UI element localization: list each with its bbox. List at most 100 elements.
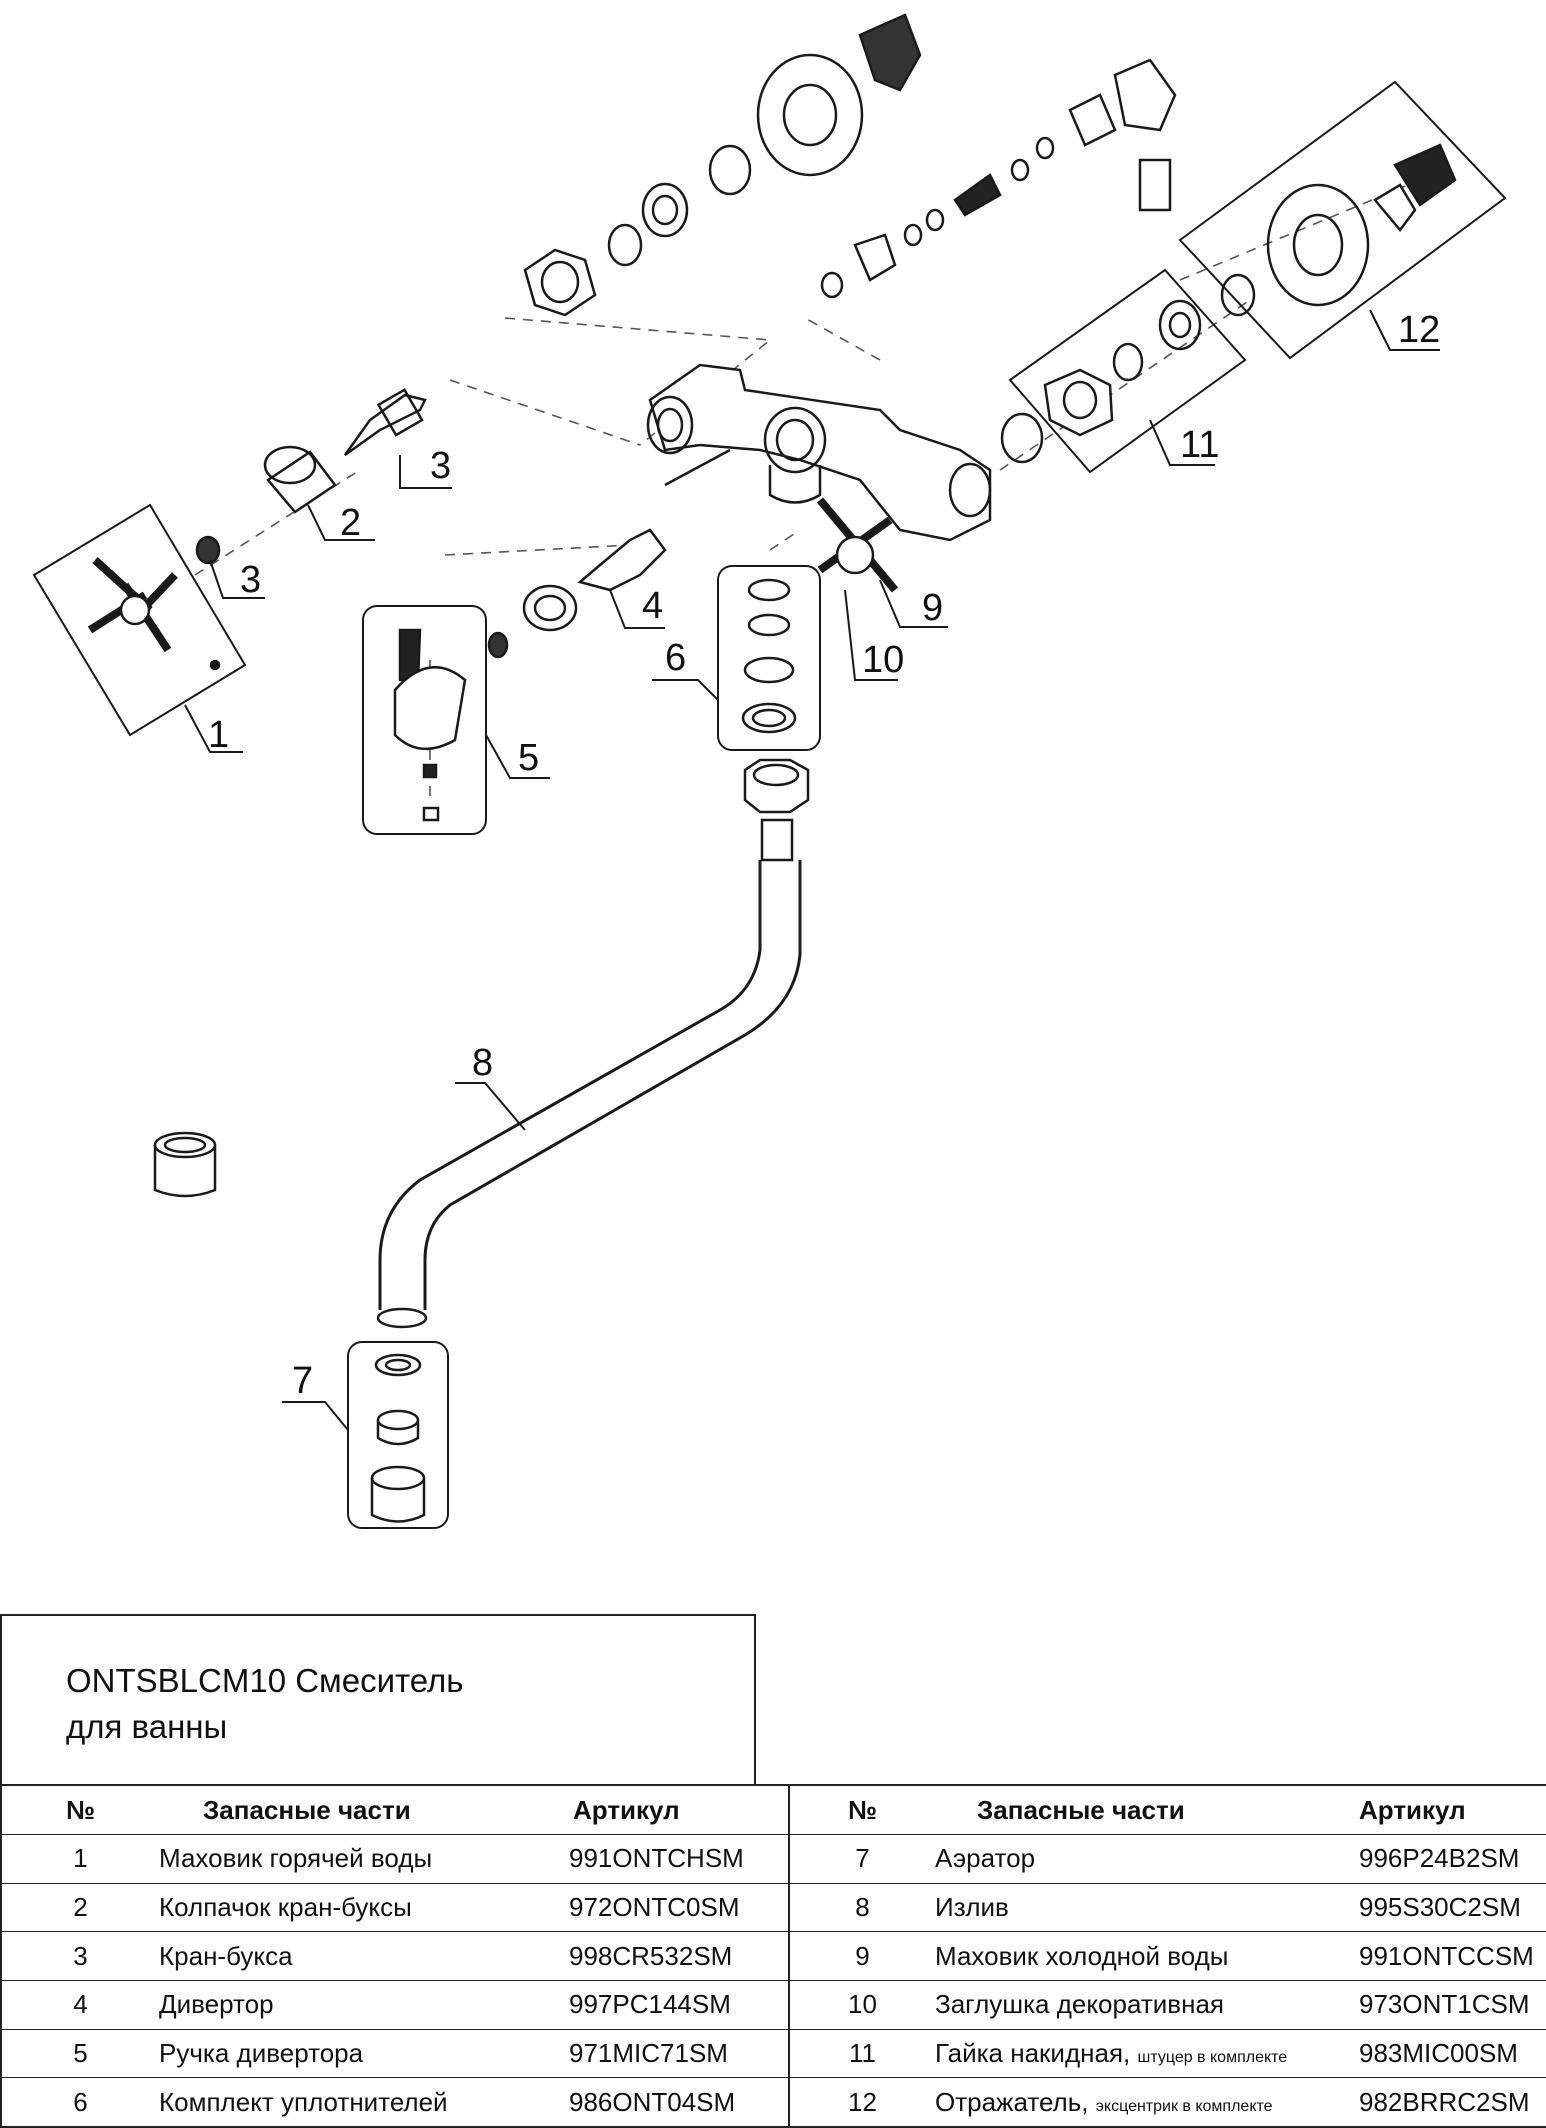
callout-12: 12 [1398,309,1440,351]
callout-6: 6 [665,637,686,679]
product-title: ONTSBLCM10 Смеситель для ванны [66,1658,666,1750]
part-article-right-text: 983MIC00SM [1359,2037,1518,2068]
header-no-right: № [788,1785,935,1835]
part-name-right: Заглушка декоративная [935,1980,1359,2030]
group-frames [32,80,1507,1529]
part-name-right-text: Отражатель, [935,2086,1089,2117]
part-article-right: 982BRRC2SM [1359,2077,1546,2128]
part-article-right-text: 995S30C2SM [1359,1891,1521,1922]
part-article-left-text: 997PC144SM [569,1989,731,2020]
part-name-left: Дивертор [159,1980,569,2030]
small-screw-3 [195,535,221,565]
table-header-row: № Запасные части Артикул № Запасные част… [1,1785,1546,1835]
cartridge-left [343,388,427,457]
mixer-body [646,363,992,542]
part-no-right: 12 [788,2077,935,2128]
title-line-1: ONTSBLCM10 Смеситель [66,1662,464,1699]
part-no-right-text: 7 [855,1843,870,1874]
part-no-right: 8 [788,1883,935,1933]
callout-5: 5 [518,737,539,779]
part-article-right: 995S30C2SM [1359,1883,1546,1933]
part-article-right: 973ONT1CSM [1359,1980,1546,2030]
part-name-right-text: Маховик холодной воды [935,1940,1229,1971]
spout-nut [743,758,810,862]
exploded-parts-diagram: 1 2 3 3 4 5 6 7 8 9 10 11 12 [32,13,1507,1529]
part-no-left: 5 [1,2029,159,2079]
part-name-left: Комплект уплотнителей [159,2077,569,2128]
header-article-right: Артикул [1359,1785,1546,1835]
part-no-right-text: 11 [849,2037,876,2068]
reflector [1220,143,1457,317]
callout-7: 7 [292,1360,313,1402]
part-no-right: 9 [788,1931,935,1981]
part-article-right: 983MIC00SM [1359,2029,1546,2079]
spout [376,860,802,1329]
part-name-left-text: Дивертор [159,1989,274,2020]
assembly-guides [194,179,1421,800]
part-name-left: Колпачок кран-буксы [159,1883,569,1933]
callout-3-lower: 3 [240,559,261,601]
part-no-right-text: 12 [848,2086,877,2117]
part-name-left-text: Колпачок кран-буксы [159,1891,412,1922]
part-name-right-text: Гайка накидная, [935,2037,1131,2068]
part-article-right: 991ONTCCSM [1359,1931,1546,1981]
part-no-left-text: 1 [73,1843,88,1874]
part-no-right: 11 [788,2029,935,2079]
part-article-left: 972ONTC0SM [569,1883,789,1933]
union-nut [1000,299,1202,464]
callout-9: 9 [922,587,943,629]
part-no-left: 3 [1,1931,159,1981]
part-no-left-text: 2 [73,1891,88,1922]
aerator [370,1353,426,1523]
part-no-left: 2 [1,1883,159,1933]
part-note-right: штуцер в комплекте [1137,2048,1288,2066]
callout-4: 4 [642,585,663,627]
part-article-left: 971MIC71SM [569,2029,789,2079]
part-article-left: 986ONT04SM [569,2077,789,2128]
diverter [522,528,667,632]
part-no-left-text: 6 [73,2086,88,2117]
part-article-left: 997PC144SM [569,1980,789,2030]
header-article-left: Артикул [569,1785,789,1835]
part-name-right-text: Заглушка декоративная [935,1989,1224,2020]
part-name-left: Ручка дивертора [159,2029,569,2079]
part-note-right: эксцентрик в комплекте [1095,2097,1273,2115]
leader-lines [184,309,1440,1431]
part-no-right-text: 8 [855,1891,870,1922]
part-no-right-text: 10 [848,1989,877,2020]
cartridge-cap [263,445,337,514]
wall-connector-left [523,13,922,317]
callout-3-upper: 3 [430,445,451,487]
part-name-right-text: Излив [935,1891,1009,1922]
part-name-right: Аэратор [935,1834,1359,1884]
callout-11: 11 [1180,424,1219,466]
part-name-left: Маховик горячей воды [159,1834,569,1884]
part-article-right-text: 982BRRC2SM [1359,2086,1530,2117]
callout-labels: 1 2 3 3 4 5 6 7 8 9 10 11 12 [208,309,1440,1402]
part-no-right-text: 9 [855,1940,870,1971]
part-article-left: 991ONTCHSM [569,1834,789,1884]
frame-item-1 [32,503,247,737]
part-no-left-text: 4 [73,1989,88,2020]
seal-kit [741,578,797,734]
part-article-left-text: 991ONTCHSM [569,1843,744,1874]
part-name-right: Гайка накидная, штуцер в комплекте [935,2029,1359,2079]
table-row: 4 Дивертор 997PC144SM 10 Заглушка декоративн… [1,1980,1546,2030]
handwheel-cold [816,497,899,593]
part-name-right: Отражатель, эксцентрик в комплекте [935,2077,1359,2128]
spare-parts-table: № Запасные части Артикул № Запасные част… [0,1784,1546,2128]
part-name-left: Кран-букса [159,1931,569,1981]
part-no-left: 6 [1,2077,159,2128]
part-name-right: Излив [935,1883,1359,1933]
title-box: ONTSBLCM10 Смеситель для ванны [0,1614,756,1785]
part-no-left: 4 [1,1980,159,2030]
header-no-left: № [1,1785,159,1835]
part-article-left-text: 972ONTC0SM [569,1891,740,1922]
part-name-left-text: Кран-букса [159,1940,293,1971]
part-article-right-text: 973ONT1CSM [1359,1989,1530,2020]
part-name-right-text: Аэратор [935,1843,1036,1874]
title-line-2: для ванны [66,1708,228,1745]
part-article-left: 998CR532SM [569,1931,789,1981]
